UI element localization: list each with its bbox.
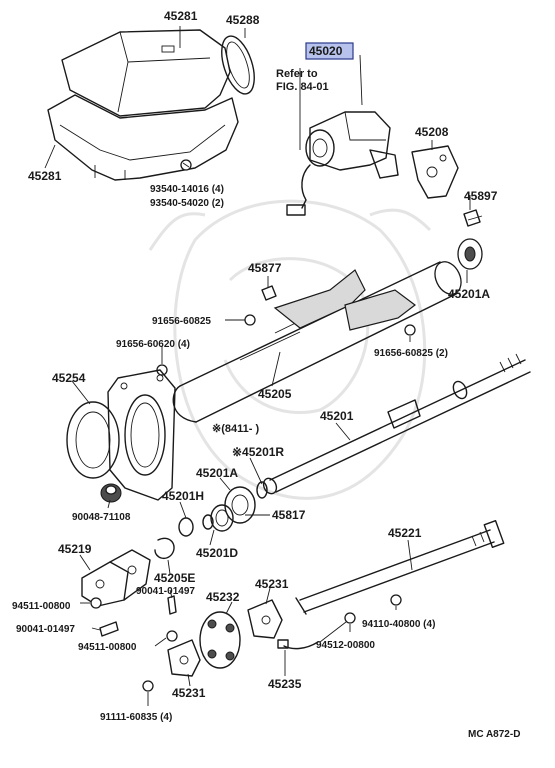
label-45281-left: 45281 <box>28 169 62 183</box>
bolt-91111-60835 <box>142 680 154 692</box>
washer-45201H[interactable] <box>178 517 194 537</box>
label-93540-14016: 93540-14016 (4) <box>150 184 224 195</box>
column-bracket-45877[interactable] <box>261 269 416 331</box>
column-cover-upper[interactable] <box>61 29 231 117</box>
column-cover-lower[interactable] <box>47 94 239 181</box>
nut-94511-00800-mid <box>166 630 178 642</box>
label-8411-note: ※(8411- ) <box>212 423 259 435</box>
label-45201: 45201 <box>320 409 354 423</box>
flexible-coupling-45232[interactable] <box>199 611 241 669</box>
label-45205: 45205 <box>258 387 292 401</box>
bolt-90041-01497-mid[interactable] <box>167 595 177 615</box>
main-shaft-45201[interactable] <box>261 353 531 496</box>
label-45205E: 45205E <box>154 571 195 585</box>
label-45281-top: 45281 <box>164 9 198 23</box>
label-45201A-top: 45201A <box>448 287 490 301</box>
bracket-45208[interactable] <box>411 145 459 199</box>
column-flange[interactable] <box>107 369 176 501</box>
snap-ring-45201R[interactable] <box>256 481 268 499</box>
label-refer-line1: Refer to <box>276 68 318 80</box>
label-91656-60825-right: 91656-60825 (2) <box>374 348 448 359</box>
bolt-45897[interactable] <box>463 209 483 227</box>
bearing-45201A-mid[interactable] <box>224 486 256 524</box>
ring-45201D[interactable] <box>210 504 234 532</box>
label-45201R: ※45201R <box>232 445 284 459</box>
label-45897: 45897 <box>464 189 498 203</box>
label-45208: 45208 <box>415 125 449 139</box>
part-labels[interactable]: 45281 45288 45020 Refer to FIG. 84-01 45… <box>12 9 498 723</box>
label-94511-00800-top: 94511-00800 <box>12 601 71 612</box>
yoke-45231-right[interactable] <box>247 599 283 639</box>
label-45231-right: 45231 <box>255 577 289 591</box>
column-tube-45205[interactable] <box>172 258 466 423</box>
label-90041-01497-left: 90041-01497 <box>16 624 75 635</box>
switch-connector <box>286 164 311 216</box>
yoke-45231-bottom[interactable] <box>167 639 201 677</box>
harness-45235[interactable] <box>277 639 319 650</box>
label-45877: 45877 <box>248 261 282 275</box>
label-45020: 45020 <box>309 44 343 58</box>
ring-45817[interactable] <box>202 514 214 530</box>
screw-icon <box>180 159 192 171</box>
label-90041-01497-mid: 90041-01497 <box>136 586 195 597</box>
grommet-90048-71108[interactable] <box>100 483 122 503</box>
label-91111-60835: 91111-60835 (4) <box>100 712 172 723</box>
boot-gasket-45254[interactable] <box>66 401 120 479</box>
label-45288: 45288 <box>226 13 260 27</box>
label-refer-line2: FIG. 84-01 <box>276 81 329 93</box>
bearing-45201A-top[interactable] <box>457 238 483 270</box>
label-45231-bottom: 45231 <box>172 686 206 700</box>
switch-bracket-45020[interactable] <box>305 111 399 179</box>
leader-lines <box>44 26 471 706</box>
label-90048-71108: 90048-71108 <box>72 512 131 523</box>
intermediate-shaft-45221[interactable] <box>295 519 505 615</box>
bolt-90041-01497-left[interactable] <box>99 621 119 637</box>
label-45254: 45254 <box>52 371 86 385</box>
watermark-crest <box>148 199 432 500</box>
label-94511-00800-mid: 94511-00800 <box>78 642 137 653</box>
label-91656-60620: 91656-60620 (4) <box>116 339 190 350</box>
label-91656-60825-left: 91656-60825 <box>152 316 211 327</box>
label-93540-54020: 93540-54020 (2) <box>150 198 224 209</box>
label-45219: 45219 <box>58 542 92 556</box>
nut-94512-00800 <box>344 612 356 624</box>
cover-ring-45288[interactable] <box>215 32 260 98</box>
clip-45205E[interactable] <box>154 537 175 560</box>
label-45201A-mid: 45201A <box>196 466 238 480</box>
label-94512-00800: 94512-00800 <box>316 640 375 651</box>
selected-part-highlight <box>305 42 354 60</box>
universal-joint-45219[interactable] <box>81 549 151 607</box>
label-45201D: 45201D <box>196 546 238 560</box>
nut-94511-00800-top <box>90 597 102 609</box>
label-45221: 45221 <box>388 526 422 540</box>
nut-94110-40800 <box>390 594 402 606</box>
label-45817: 45817 <box>272 508 306 522</box>
bolt-91656-60825-right <box>404 324 416 336</box>
bolt-91656-60825-left <box>244 314 256 326</box>
label-94110-40800: 94110-40800 (4) <box>362 619 435 630</box>
figure-code: MC A872-D <box>468 729 520 740</box>
label-45232: 45232 <box>206 590 240 604</box>
label-45201H: 45201H <box>162 489 204 503</box>
label-45235: 45235 <box>268 677 302 691</box>
